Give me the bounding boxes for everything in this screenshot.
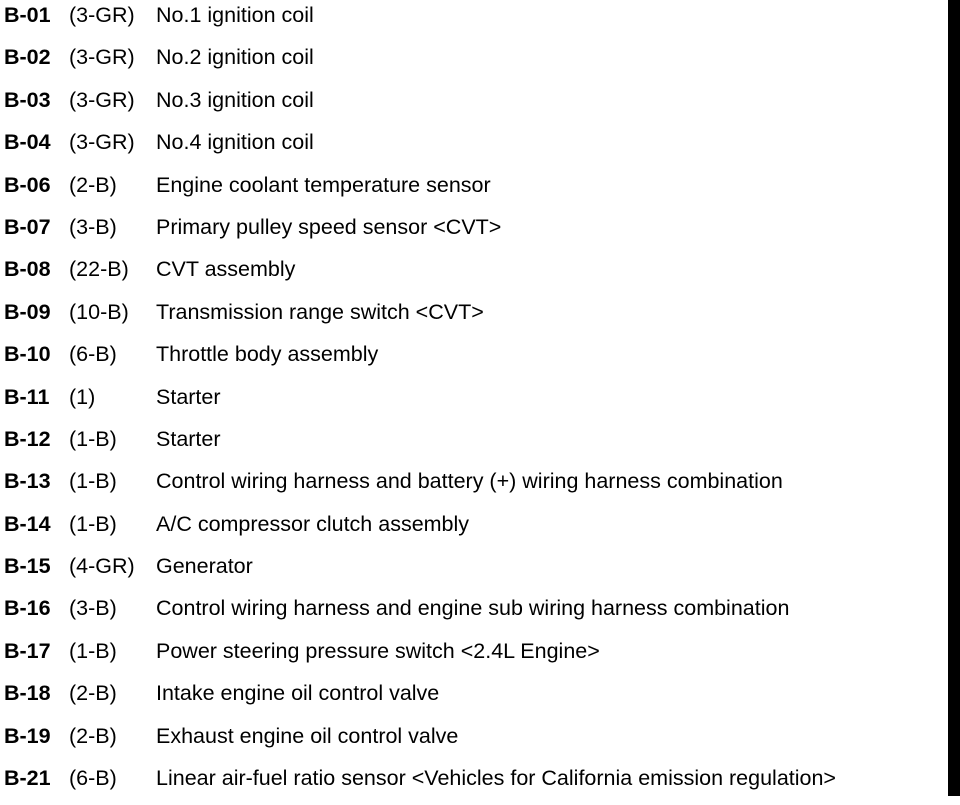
connector-description: Starter: [156, 426, 221, 451]
connector-spec: (3-B): [69, 596, 117, 621]
connector-description: Throttle body assembly: [156, 342, 379, 367]
connector-spec: (3-GR): [69, 3, 135, 27]
list-item: B-19 (2-B) Exhaust engine oil control va…: [4, 721, 948, 763]
connector-spec: (1-B): [69, 638, 117, 663]
connector-spec: (1-B): [69, 469, 117, 494]
connector-description: No.2 ignition coil: [156, 45, 314, 70]
connector-description: Control wiring harness and battery (+) w…: [156, 469, 783, 494]
connector-code: B-04: [4, 130, 51, 155]
connector-description: No.4 ignition coil: [156, 130, 314, 155]
page-edge-bar: [948, 0, 960, 796]
connector-code: B-16: [4, 596, 51, 621]
connector-description: CVT assembly: [156, 257, 296, 282]
connector-code: B-21: [4, 766, 51, 791]
connector-description: A/C compressor clutch assembly: [156, 511, 470, 536]
connector-code: B-18: [4, 681, 51, 706]
connector-code: B-12: [4, 426, 51, 451]
connector-spec: (3-GR): [69, 45, 135, 70]
connector-description: Starter: [156, 384, 221, 409]
connector-code: B-08: [4, 257, 51, 282]
list-item: B-09 (10-B) Transmission range switch <C…: [4, 297, 948, 339]
connector-description: No.3 ignition coil: [156, 87, 314, 112]
list-item: B-08 (22-B) CVT assembly: [4, 254, 948, 296]
list-item: B-06 (2-B) Engine coolant temperature se…: [4, 170, 948, 212]
connector-code: B-17: [4, 638, 51, 663]
connector-code: B-11: [4, 384, 50, 409]
list-item: B-03 (3-GR) No.3 ignition coil: [4, 85, 948, 127]
connector-code: B-02: [4, 45, 51, 70]
list-item: B-17 (1-B) Power steering pressure switc…: [4, 636, 948, 678]
list-item: B-10 (6-B) Throttle body assembly: [4, 339, 948, 381]
list-item: B-02 (3-GR) No.2 ignition coil: [4, 42, 948, 84]
connector-description: Linear air-fuel ratio sensor <Vehicles f…: [156, 766, 836, 791]
connector-spec: (3-B): [69, 214, 117, 239]
connector-spec: (10-B): [69, 299, 129, 324]
list-item: B-21 (6-B) Linear air-fuel ratio sensor …: [4, 763, 948, 805]
connector-code: B-03: [4, 87, 51, 112]
list-item: B-07 (3-B) Primary pulley speed sensor <…: [4, 212, 948, 254]
connector-description: No.1 ignition coil: [156, 3, 314, 27]
connector-spec: (6-B): [69, 342, 117, 367]
list-item: B-11 (1) Starter: [4, 382, 948, 424]
connector-spec: (3-GR): [69, 130, 135, 155]
connector-code: B-19: [4, 723, 51, 748]
list-item: B-15 (4-GR) Generator: [4, 551, 948, 593]
list-item: B-18 (2-B) Intake engine oil control val…: [4, 678, 948, 720]
connector-code: B-14: [4, 511, 51, 536]
connector-list: B-01 (3-GR) No.1 ignition coil B-02 (3-G…: [4, 0, 948, 805]
connector-description: Primary pulley speed sensor <CVT>: [156, 214, 502, 239]
list-item: B-16 (3-B) Control wiring harness and en…: [4, 593, 948, 635]
connector-code: B-13: [4, 469, 51, 494]
list-item: B-13 (1-B) Control wiring harness and ba…: [4, 466, 948, 508]
connector-spec: (1-B): [69, 426, 117, 451]
connector-description: Intake engine oil control valve: [156, 681, 440, 706]
connector-description: Engine coolant temperature sensor: [156, 172, 491, 197]
connector-spec: (22-B): [69, 257, 129, 282]
connector-spec: (3-GR): [69, 87, 135, 112]
connector-spec: (2-B): [69, 723, 117, 748]
connector-description: Control wiring harness and engine sub wi…: [156, 596, 790, 621]
list-item: B-04 (3-GR) No.4 ignition coil: [4, 127, 948, 169]
connector-code: B-15: [4, 554, 51, 579]
connector-spec: (2-B): [69, 681, 117, 706]
connector-code: B-01: [4, 3, 51, 27]
connector-code: B-07: [4, 214, 51, 239]
connector-code: B-06: [4, 172, 51, 197]
list-item: B-12 (1-B) Starter: [4, 424, 948, 466]
connector-code: B-09: [4, 299, 51, 324]
list-item: B-01 (3-GR) No.1 ignition coil: [4, 0, 948, 42]
connector-spec: (1-B): [69, 511, 117, 536]
connector-description: Exhaust engine oil control valve: [156, 723, 459, 748]
connector-spec: (6-B): [69, 766, 117, 791]
connector-description: Transmission range switch <CVT>: [156, 299, 484, 324]
connector-spec: (2-B): [69, 172, 117, 197]
connector-code: B-10: [4, 342, 51, 367]
connector-description: Generator: [156, 554, 253, 579]
list-item: B-14 (1-B) A/C compressor clutch assembl…: [4, 509, 948, 551]
connector-description: Power steering pressure switch <2.4L Eng…: [156, 638, 600, 663]
connector-spec: (4-GR): [69, 554, 135, 579]
connector-spec: (1): [69, 384, 96, 409]
